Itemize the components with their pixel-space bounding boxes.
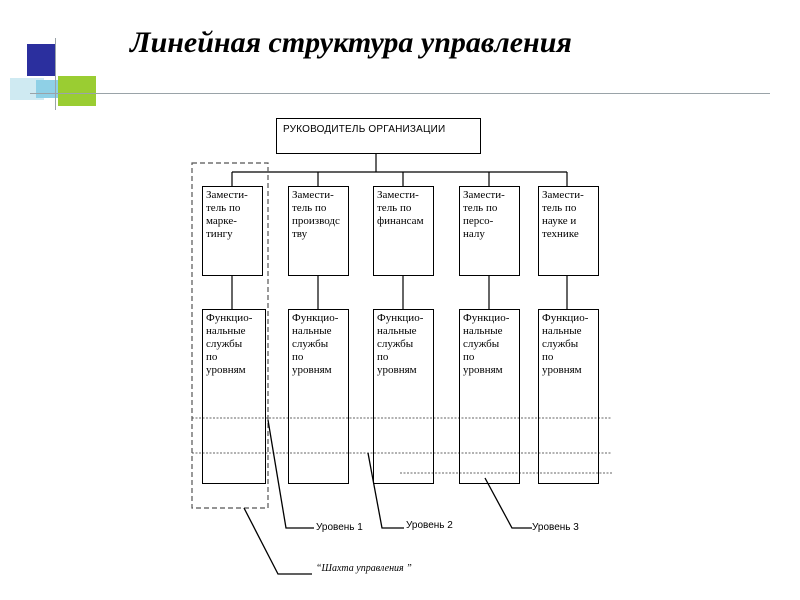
services-label: Функцио- нальные службы по уровням bbox=[206, 312, 253, 376]
decor-square-light bbox=[10, 78, 44, 100]
slide-title: Линейная структура управления bbox=[130, 26, 572, 59]
services-box: Функцио- нальные службы по уровням bbox=[202, 309, 266, 484]
head-label: РУКОВОДИТЕЛЬ ОРГАНИЗАЦИИ bbox=[283, 124, 446, 135]
services-label: Функцио- нальные службы по уровням bbox=[377, 312, 424, 376]
services-box: Функцио- нальные службы по уровням bbox=[373, 309, 434, 484]
title-rule bbox=[30, 93, 770, 94]
head-box: РУКОВОДИТЕЛЬ ОРГАНИЗАЦИИ bbox=[276, 118, 481, 154]
services-label: Функцио- нальные службы по уровням bbox=[292, 312, 339, 376]
level-3-label: Уровень 3 bbox=[532, 522, 579, 533]
decor-square-green bbox=[58, 76, 96, 106]
deputy-label: Замести- тель по науке и технике bbox=[542, 189, 584, 240]
deputy-label: Замести- тель по марке- тингу bbox=[206, 189, 248, 240]
decor-vertical-rule bbox=[55, 38, 56, 110]
deputy-label: Замести- тель по производс тву bbox=[292, 189, 340, 240]
services-box: Функцио- нальные службы по уровням bbox=[459, 309, 520, 484]
deputy-box-science: Замести- тель по науке и технике bbox=[538, 186, 599, 276]
shaft-label: “Шахта управления ” bbox=[316, 563, 412, 574]
services-box: Функцио- нальные службы по уровням bbox=[288, 309, 349, 484]
services-box: Функцио- нальные службы по уровням bbox=[538, 309, 599, 484]
services-label: Функцио- нальные службы по уровням bbox=[542, 312, 589, 376]
decor-square-blue bbox=[27, 44, 55, 76]
deputy-label: Замести- тель по финансам bbox=[377, 189, 424, 227]
deputy-box-personnel: Замести- тель по персо- налу bbox=[459, 186, 520, 276]
deputy-box-marketing: Замести- тель по марке- тингу bbox=[202, 186, 263, 276]
deputy-box-finance: Замести- тель по финансам bbox=[373, 186, 434, 276]
level-2-label: Уровень 2 bbox=[406, 520, 453, 531]
level-1-label: Уровень 1 bbox=[316, 522, 363, 533]
deputy-box-production: Замести- тель по производс тву bbox=[288, 186, 349, 276]
services-label: Функцио- нальные службы по уровням bbox=[463, 312, 510, 376]
deputy-label: Замести- тель по персо- налу bbox=[463, 189, 505, 240]
